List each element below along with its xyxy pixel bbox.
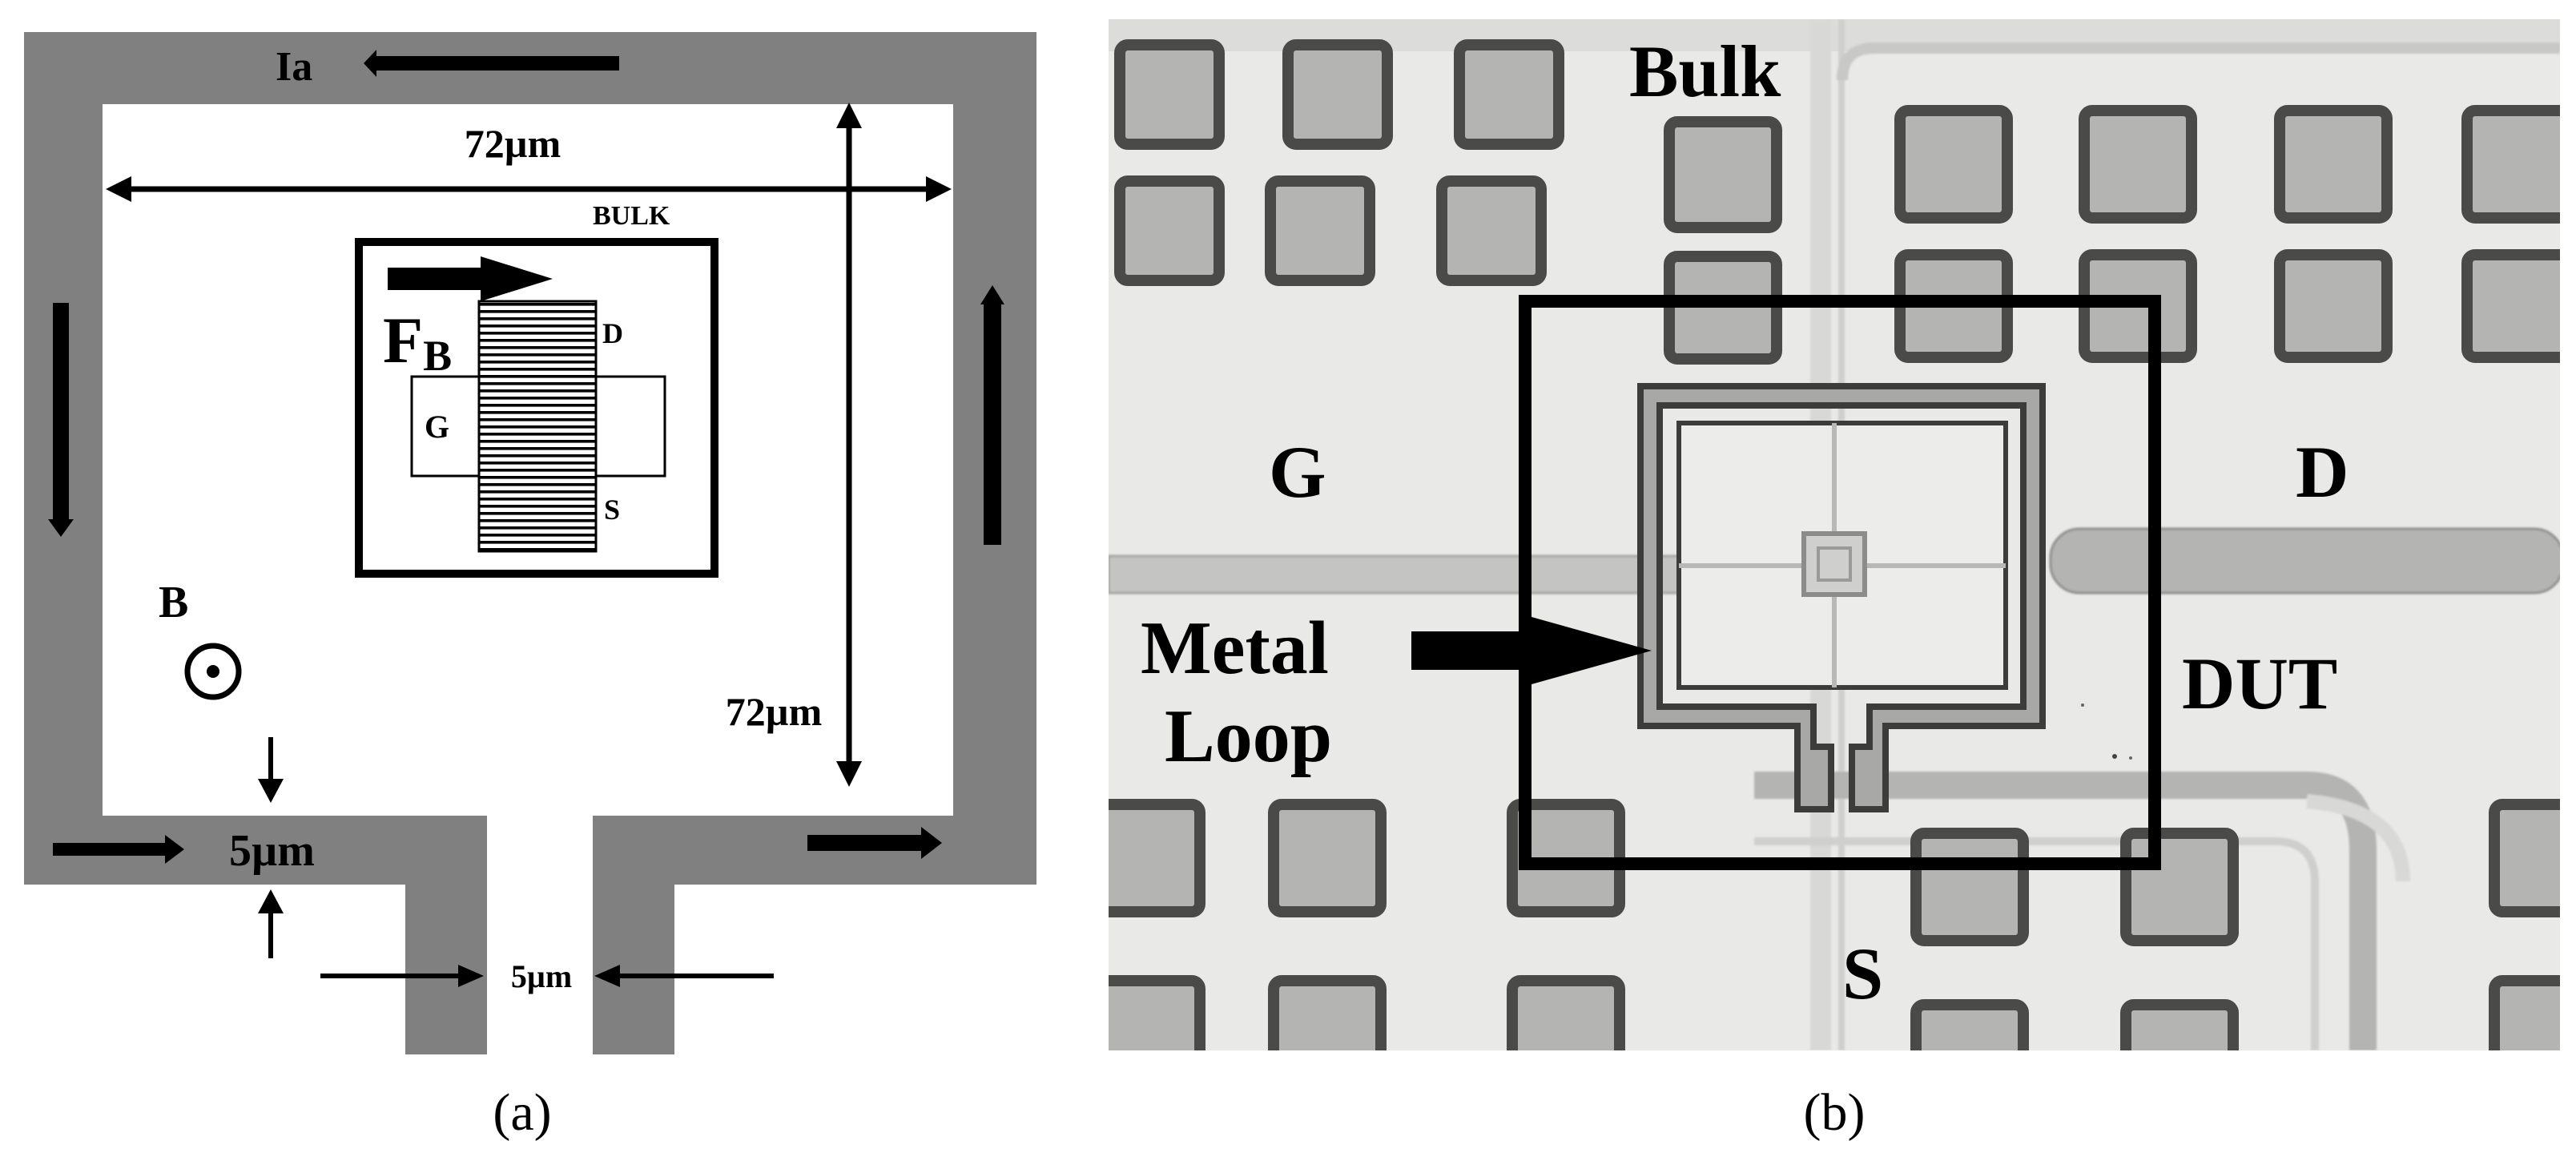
bulk-box (355, 238, 718, 578)
track-width-label: 5µm (229, 826, 315, 876)
on-chip-metal-loop (1637, 383, 2046, 812)
pad (2274, 249, 2393, 363)
gap-width-dimension (320, 965, 774, 987)
field-out-of-page-icon (184, 643, 242, 700)
gate-label: G (1269, 431, 1326, 513)
height-dimension-label: 72µm (726, 689, 822, 734)
gate-label: G (425, 409, 449, 445)
bulk-label: Bulk (1629, 30, 1781, 112)
pad (1282, 39, 1393, 150)
drain-trace (2049, 527, 2560, 595)
pad (1268, 799, 1387, 917)
drain-label: D (2296, 431, 2349, 513)
loop-pointer-arrow (1411, 617, 1652, 684)
panel-b-caption: (b) (1804, 1083, 1866, 1142)
pad (1268, 975, 1387, 1050)
pad (2461, 249, 2560, 363)
pad (2461, 105, 2560, 224)
pad (1910, 999, 2029, 1050)
pad (1109, 799, 1205, 917)
force-arrow (388, 256, 553, 301)
track-width-dimension (258, 737, 284, 958)
source-label: S (604, 494, 620, 526)
pad (1114, 39, 1225, 150)
force-label-sub: B (423, 332, 452, 380)
height-dimension (836, 103, 862, 787)
pad (2274, 105, 2393, 224)
pad (2120, 828, 2239, 946)
current-label: Ia (276, 44, 312, 90)
gap-width-label: 5µm (511, 958, 572, 994)
pad (1507, 975, 1625, 1050)
panel-a-schematic: Ia 72µm 72µm BULK FB D G S B (24, 32, 1036, 1142)
bulk-label: BULK (593, 201, 670, 231)
panel-a-caption: (a) (493, 1083, 551, 1142)
width-dimension (106, 176, 952, 202)
current-arrow-right-head (980, 285, 1004, 304)
contact-pads (1109, 39, 2560, 1050)
gate-trace (1109, 554, 1735, 595)
current-arrow-bottom-left (53, 835, 184, 864)
channel-striped (477, 300, 598, 553)
current-arrow-left (48, 303, 74, 537)
current-arrow-right (984, 304, 1001, 545)
pad (1894, 105, 2013, 224)
drain-label: D (602, 317, 623, 349)
pad (1109, 975, 1205, 1050)
pad (1664, 116, 1782, 233)
current-arrows (48, 50, 1004, 864)
width-dimension-label: 72µm (465, 121, 561, 166)
field-label: B (159, 578, 188, 627)
dut-device (1801, 531, 1867, 597)
dut-label: DUT (2182, 643, 2337, 724)
source-label: S (1842, 933, 1883, 1014)
loop-label-line1: Metal (1141, 607, 1329, 690)
pad (1436, 175, 1547, 286)
pad (1910, 828, 2029, 946)
pad (2120, 999, 2239, 1050)
panel-b-micrograph: Bulk G D DUT S Metal Loop (b) (1109, 19, 2560, 1142)
force-label: FB (383, 304, 452, 380)
pad (2489, 799, 2560, 917)
current-arrow-top (364, 50, 619, 77)
measurement-box (1519, 295, 2161, 870)
force-label-main: F (383, 304, 423, 377)
loop-label-line2: Loop (1165, 695, 1332, 778)
pad (2079, 105, 2197, 224)
current-arrow-bottom-right (807, 827, 942, 859)
pad (2489, 975, 2560, 1050)
pad (1265, 175, 1375, 286)
pad (1114, 175, 1225, 286)
pad (1454, 39, 1564, 150)
